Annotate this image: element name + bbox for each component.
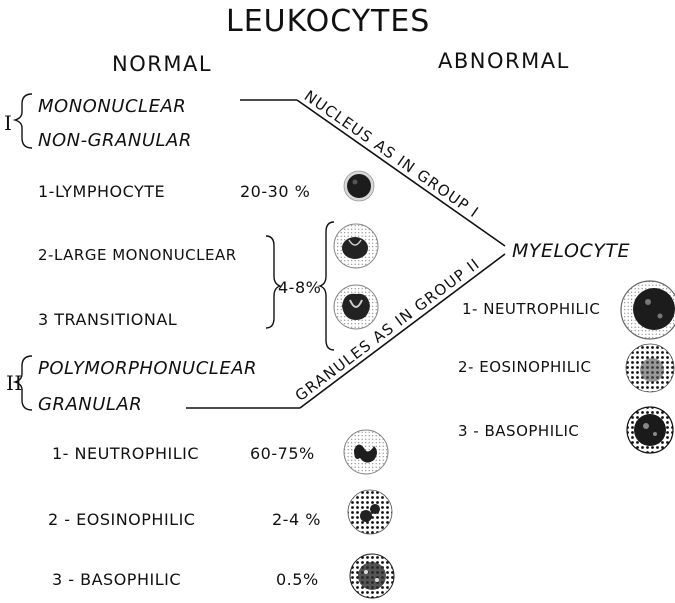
group-1-brace — [15, 94, 32, 148]
lymphocyte-cell-icon — [344, 171, 374, 201]
large-mononuclear-cell-icon — [334, 224, 378, 268]
granules-diagonal-tspan: GRANULES AS IN GROUP II — [292, 255, 484, 405]
granules-diagonal-text: GRANULES AS IN GROUP II — [292, 255, 484, 405]
transitional-cell-icon — [334, 285, 378, 329]
basophil-cell-icon — [350, 554, 394, 598]
myelocyte-eosinophilic-cell-icon — [626, 344, 674, 392]
percent-right-brace — [266, 236, 280, 328]
group-2-brace — [15, 356, 32, 410]
eosinophil-cell-icon — [348, 490, 392, 534]
nucleus-diagonal-text: NUCLEUS AS IN GROUP I — [301, 87, 483, 222]
cells-left-brace — [320, 222, 334, 350]
myelocyte-neutrophilic-cell-icon — [621, 281, 675, 339]
lower-diagonal-line — [300, 254, 505, 408]
neutrophil-cell-icon — [344, 430, 388, 474]
nucleus-diagonal-tspan: NUCLEUS AS IN GROUP I — [301, 87, 483, 222]
myelocyte-basophilic-cell-icon — [627, 407, 673, 453]
